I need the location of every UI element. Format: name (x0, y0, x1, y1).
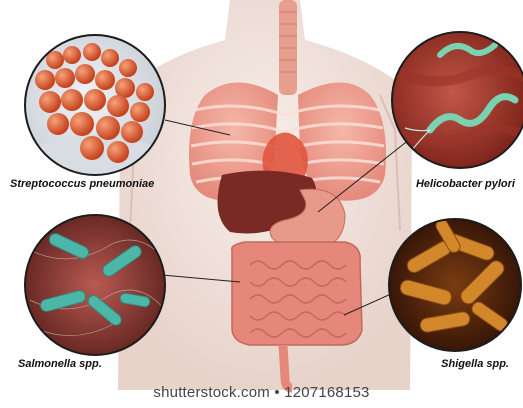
trachea (279, 0, 297, 95)
salmonella-inset (25, 215, 165, 355)
shigella-inset (389, 217, 521, 351)
label-helicobacter-pylori: Helicobacter pylori (416, 178, 515, 190)
label-streptococcus-pneumoniae: Streptococcus pneumoniae (10, 178, 154, 190)
label-shigella: Shigella spp. (441, 358, 509, 370)
streptococcus-inset (25, 35, 165, 175)
label-salmonella: Salmonella spp. (18, 358, 102, 370)
stock-watermark: shutterstock.com • 1207168153 (0, 384, 523, 401)
